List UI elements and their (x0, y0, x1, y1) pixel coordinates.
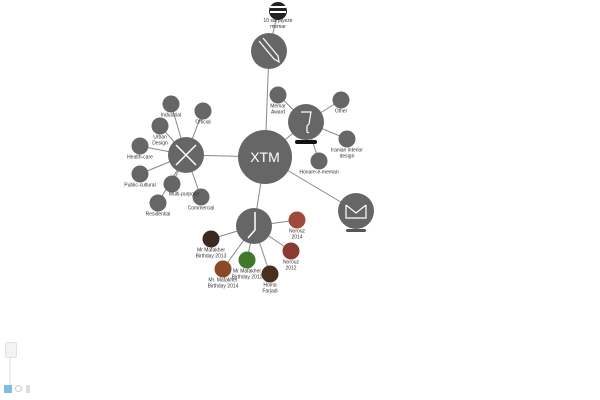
node-label: Design (152, 141, 168, 147)
event-node[interactable] (214, 260, 232, 278)
node-label: Multi-purpose (169, 192, 200, 198)
node-label: Norouz (289, 229, 306, 235)
node-label: Health-care (127, 155, 153, 161)
clock-icon (247, 212, 256, 239)
events-node[interactable] (236, 208, 272, 244)
node-label: Birthday 2012 (232, 275, 263, 281)
mail-icon (345, 204, 367, 219)
category-node[interactable] (163, 175, 181, 193)
node-label: Urban (153, 135, 167, 141)
node-label: Norouz (283, 260, 300, 266)
category-node[interactable] (151, 117, 169, 135)
zoom-slider-handle[interactable] (5, 342, 17, 358)
award-node[interactable] (269, 86, 287, 104)
award-node[interactable] (310, 152, 328, 170)
lock-icon[interactable] (26, 385, 30, 393)
category-node[interactable] (149, 194, 167, 212)
center-node[interactable]: XTM (238, 130, 292, 184)
award-node[interactable] (332, 91, 350, 109)
contact-node[interactable] (338, 193, 374, 232)
node-label: Award (271, 110, 285, 116)
category-node[interactable] (162, 95, 180, 113)
zoom-slider-track[interactable] (9, 342, 11, 386)
fit-view-icon[interactable] (4, 385, 12, 393)
logo-text: XTM (250, 149, 280, 165)
category-node[interactable] (131, 137, 149, 155)
event-node[interactable] (282, 242, 300, 260)
event-node[interactable] (238, 251, 256, 269)
category-node[interactable] (192, 188, 210, 206)
node-label: Iranian interior (331, 148, 363, 154)
event-node[interactable] (288, 211, 306, 229)
node-label: Residential (146, 212, 171, 218)
node-10-sal-jayeze[interactable]: 10 sal jayeze memar (263, 2, 293, 30)
node-label: memar (270, 24, 286, 30)
node-label: 10 sal jayeze (263, 18, 292, 24)
node-label: Official (195, 120, 210, 126)
awards-node[interactable] (288, 104, 324, 144)
pencil-icon (258, 37, 280, 64)
category-node[interactable] (194, 102, 212, 120)
node-label: Honare-e-memari (299, 170, 338, 176)
node-label: 2012 (285, 266, 296, 272)
trophy-icon (301, 111, 312, 134)
event-node[interactable] (261, 265, 279, 283)
node-label: Farjadi (262, 289, 277, 295)
node-label: Birthday 2014 (208, 284, 239, 290)
node-labels-layer: IndustrialOfficialUrbanDesignHealth-care… (124, 104, 363, 295)
event-node[interactable] (202, 230, 220, 248)
category-node[interactable] (131, 165, 149, 183)
reset-icon[interactable] (15, 385, 22, 392)
node-label: Public-cultural (124, 183, 155, 189)
node-label: Other (335, 109, 348, 115)
node-label: Mr Mafakher (233, 269, 261, 275)
award-node[interactable] (338, 130, 356, 148)
node-label: Mr Mafakher (197, 248, 225, 254)
node-label: Birthday 2013 (196, 254, 227, 260)
node-label: Homa (263, 283, 277, 289)
categories-node[interactable] (168, 137, 204, 173)
zoom-control[interactable] (4, 338, 30, 398)
node-label: Commercial (188, 206, 215, 212)
node-label: 2014 (291, 235, 302, 241)
projects-node[interactable] (251, 33, 287, 69)
node-label: design (340, 154, 355, 160)
node-label: Mr. Mafakher (208, 278, 238, 284)
cross-tools-icon (175, 144, 197, 166)
node-label: Industrial (161, 113, 181, 119)
node-label: Memar (270, 104, 286, 110)
